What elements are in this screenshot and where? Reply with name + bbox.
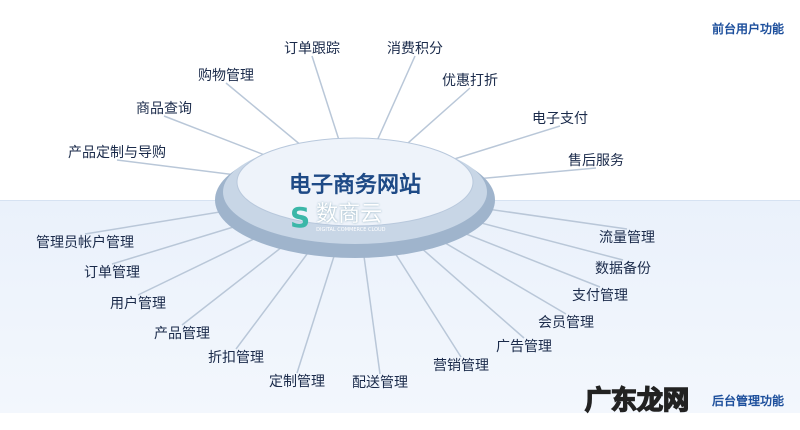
center-title: 电子商务网站 xyxy=(288,173,422,198)
back-function-label: 数据备份 xyxy=(595,261,651,277)
back-function-label: 管理员帐户管理 xyxy=(36,235,134,251)
front-function-label: 电子支付 xyxy=(532,111,588,127)
logo-subtitle: DIGITAL COMMERCE CLOUD xyxy=(316,226,386,233)
back-function-label: 配送管理 xyxy=(352,375,408,391)
back-function-label: 用户管理 xyxy=(110,296,166,312)
back-function-label: 订单管理 xyxy=(84,265,140,281)
watermark: 广东龙网 xyxy=(584,385,690,417)
back-section-label: 后台管理功能 xyxy=(712,394,785,408)
back-function-label: 会员管理 xyxy=(538,315,594,331)
front-function-label: 订单跟踪 xyxy=(284,41,340,57)
platform-top xyxy=(236,137,474,227)
logo-text: 数商云 xyxy=(316,201,383,227)
front-function-label: 消费积分 xyxy=(387,41,443,57)
logo: S 数商云 DIGITAL COMMERCE CLOUD xyxy=(290,201,386,234)
back-function-label: 折扣管理 xyxy=(208,350,264,366)
front-function-label: 产品定制与导购 xyxy=(68,145,166,161)
logo-s-icon: S xyxy=(290,201,311,234)
front-function-label: 售后服务 xyxy=(568,153,624,169)
back-function-label: 流量管理 xyxy=(599,230,655,246)
front-function-label: 商品查询 xyxy=(136,101,192,117)
front-function-label: 购物管理 xyxy=(198,68,254,84)
back-function-label: 定制管理 xyxy=(269,374,325,390)
logo-words: 数商云 DIGITAL COMMERCE CLOUD xyxy=(316,201,386,233)
front-section-label: 前台用户功能 xyxy=(712,22,785,36)
front-function-label: 优惠打折 xyxy=(442,73,498,89)
back-function-label: 产品管理 xyxy=(154,326,210,342)
back-function-label: 营销管理 xyxy=(433,358,489,374)
back-function-label: 支付管理 xyxy=(572,288,628,304)
back-function-label: 广告管理 xyxy=(496,339,552,355)
